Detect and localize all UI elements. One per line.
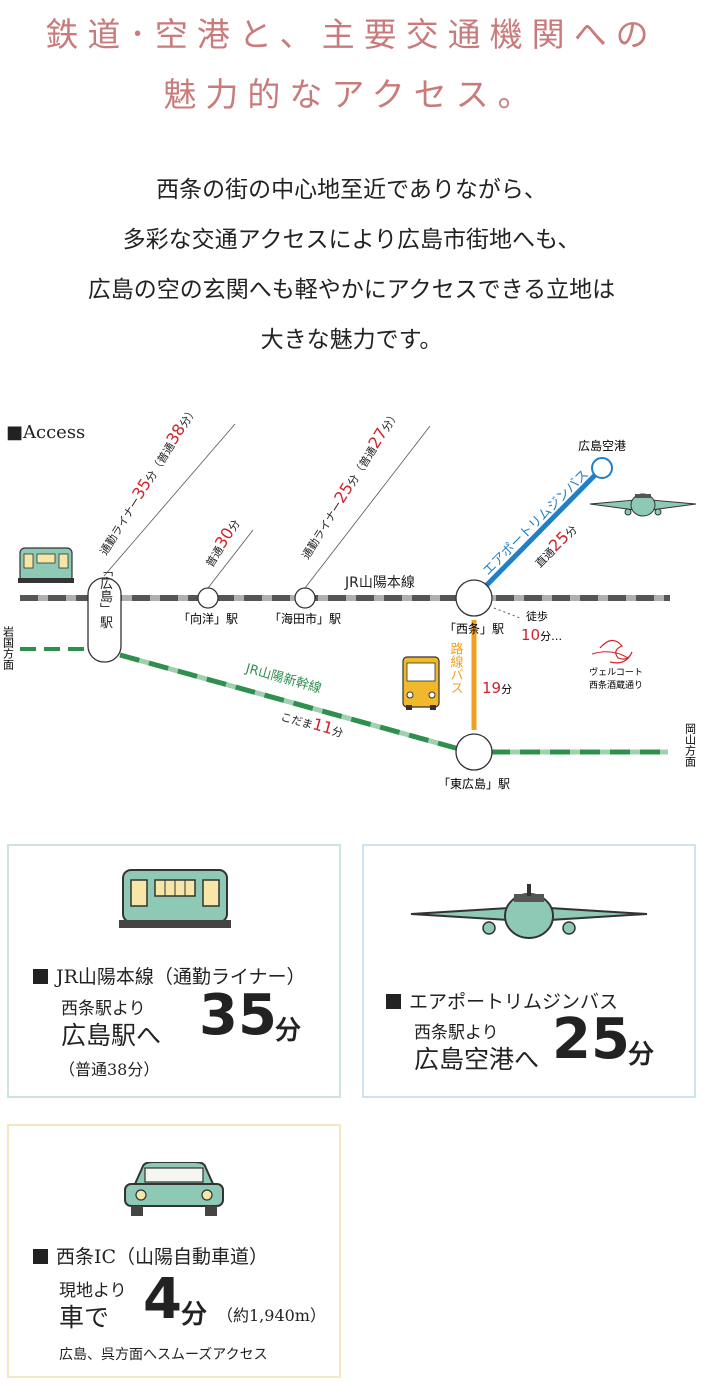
card-car-note: （約1,940m） — [217, 1306, 326, 1325]
svg-text:普通30分: 普通30分 — [199, 515, 243, 570]
annotation-futsu-mukainada: 普通30分 — [199, 515, 243, 570]
station-kaitaichi-marker — [294, 587, 316, 609]
airport-bus-line — [472, 466, 604, 600]
station-higashihiroshima-marker — [455, 733, 493, 771]
svg-text:通勤ライナー25分（普通27分）: 通勤ライナー25分（普通27分） — [295, 406, 403, 562]
main-heading-line1: 鉄道･空港と、主要交通機関への — [45, 15, 658, 54]
property-logo: ヴェルコート 西条酒蔵通り — [589, 639, 643, 691]
card-car-from: 現地より — [59, 1281, 127, 1301]
card-car: 西条IC（山陽自動車道） 現地より 車で 4 分 （約1,940m） 広島、呉方… — [7, 1124, 341, 1378]
station-saijo-marker — [455, 579, 493, 617]
card-train-dest: 広島駅へ — [61, 1021, 162, 1050]
lead-line4: 大きな魅力です。 — [260, 327, 443, 353]
card-airport-from: 西条駅より — [414, 1023, 499, 1043]
card-car-heading: 西条IC（山陽自動車道） — [33, 1242, 268, 1269]
train-icon — [119, 869, 231, 928]
station-mukainada-marker — [197, 587, 219, 609]
card-train-from: 西条駅より — [61, 999, 146, 1019]
train-icon-small — [18, 547, 74, 583]
annotation-liner-hiroshima: 通勤ライナー35分（普通38分） — [93, 402, 201, 558]
direction-okayama: 岡山方面 — [684, 723, 697, 767]
card-train-unit: 分 — [275, 1016, 302, 1046]
shinkansen-line — [20, 647, 668, 755]
airplane-icon — [410, 884, 648, 939]
card-car-dest: 車で — [59, 1303, 110, 1332]
airport-marker — [591, 457, 613, 479]
access-map-title: ■Access — [6, 422, 86, 443]
annotation-walk-prefix: 徒歩 — [526, 609, 548, 623]
card-train: JR山陽本線（通勤ライナー） 西条駅より 広島駅へ 35 分 （普通38分） — [7, 844, 341, 1098]
card-train-time: 35 — [199, 983, 277, 1048]
card-airport: エアポートリムジンバス 西条駅より 広島空港へ 25 分 — [362, 844, 696, 1098]
card-train-note: （普通38分） — [59, 1060, 160, 1079]
card-car-sub: 広島、呉方面へスムーズアクセス — [59, 1347, 268, 1363]
station-kaitaichi-label: 「海田市」駅 — [269, 611, 341, 626]
card-airport-heading: エアポートリムジンバス — [386, 987, 618, 1014]
jr-main-line-label: JR山陽本線 — [344, 575, 415, 591]
property-name-line1: ヴェルコート — [589, 666, 643, 678]
annotation-walk: 10分… — [521, 626, 562, 644]
card-airport-unit: 分 — [628, 1040, 655, 1070]
access-route-map: JR山陽本線 JR山陽新幹線 エアポートリムジンバス 「広島」駅 「向洋」駅 「… — [2, 402, 697, 791]
property-name-line2: 西条酒蔵通り — [589, 679, 643, 691]
bus-icon-small — [402, 656, 440, 710]
svg-text:通勤ライナー35分（普通38分）: 通勤ライナー35分（普通38分） — [93, 402, 201, 558]
card-train-heading: JR山陽本線（通勤ライナー） — [33, 962, 306, 989]
card-airport-dest: 広島空港へ — [414, 1045, 540, 1074]
direction-iwakuni: 岩国方面 — [2, 625, 15, 670]
route-bus-time: 19分 — [482, 679, 512, 697]
lead-line1: 西条の街の中心地至近でありながら、 — [156, 177, 547, 203]
lead-line2: 多彩な交通アクセスにより広島市街地へも、 — [122, 227, 581, 253]
station-hiroshima-label: 「広島」駅 — [97, 564, 113, 630]
annotation-liner-kaitaichi: 通勤ライナー25分（普通27分） — [295, 406, 403, 562]
lead-line3: 広島の空の玄関へも軽やかにアクセスできる立地は — [87, 277, 616, 303]
station-mukainada-label: 「向洋」駅 — [178, 611, 238, 626]
airplane-icon-small — [589, 493, 697, 517]
station-saijo-label: 「西条」駅 — [444, 622, 504, 636]
card-airport-time: 25 — [552, 1007, 630, 1072]
station-hiroshima-marker — [87, 577, 122, 663]
card-car-time: 4 — [143, 1267, 182, 1332]
route-bus-label: 路線バス — [448, 641, 464, 694]
card-car-unit: 分 — [181, 1300, 208, 1330]
main-heading-line2: 魅力的なアクセス。 — [163, 75, 540, 114]
airport-label: 広島空港 — [578, 438, 626, 453]
car-icon — [124, 1162, 224, 1216]
station-higashihiroshima-label: 「東広島」駅 — [438, 776, 510, 791]
